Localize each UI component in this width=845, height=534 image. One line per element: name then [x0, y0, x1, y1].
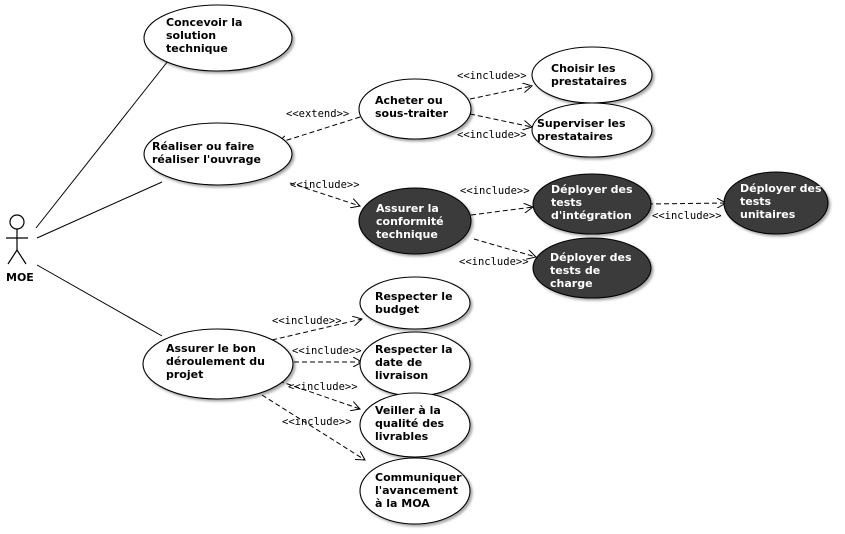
dependencies [261, 86, 726, 460]
association-realiser [36, 181, 163, 239]
label-extend: <<extend>> [286, 108, 349, 120]
use-case-ellipse [723, 171, 829, 235]
use-case-label-line: Concevoir la [166, 16, 242, 29]
actor-leg-right [16, 249, 27, 265]
label-include-conformite: <<include>> [290, 179, 360, 191]
actor-leg-left [7, 249, 18, 265]
include-arrow-charge [473, 238, 536, 257]
label-include-integration: <<include>> [460, 185, 530, 197]
use-case-ellipse [531, 102, 653, 158]
use-case-label-line: Respecter la [375, 343, 453, 356]
label-include-unitaires: <<include>> [652, 210, 722, 222]
use-case-ellipse [359, 392, 471, 458]
use-case-label-line: date de [375, 356, 422, 369]
use-case-label-line: unitaires [740, 208, 796, 221]
use-case-ellipse [142, 328, 294, 400]
use-case-label-line: Déployer des [551, 183, 633, 196]
use-case-label-line: Déployer des [740, 182, 822, 195]
include-arrow-choisir [469, 86, 532, 100]
label-include-budget: <<include>> [272, 315, 342, 327]
use-case-label-line: technique [376, 228, 438, 241]
actor-label: MOE [6, 271, 34, 284]
label-include-choisir: <<include>> [457, 70, 527, 82]
label-include-charge: <<include>> [459, 256, 529, 268]
extend-arrow [278, 116, 361, 143]
label-include-communiquer: <<include>> [282, 416, 352, 428]
use-case-label-line: tests [551, 196, 583, 209]
use-case-label-line: solution [166, 29, 216, 42]
use-case-ellipse [143, 122, 293, 186]
include-arrow-unitaires [647, 203, 726, 204]
use-case-label-line: qualité des [375, 417, 445, 430]
use-case-label-line: Déployer des [550, 251, 632, 264]
use-case-label-line: conformité [376, 215, 444, 228]
use-case-label-line: à la MOA [375, 497, 430, 510]
use-case-label-line: livrables [375, 430, 429, 443]
use-case-label-line: Réaliser ou faire [152, 140, 254, 153]
use-case-label-line: livraison [375, 369, 428, 382]
use-case-label-line: d'intégration [551, 209, 632, 222]
use-case-ellipse [358, 187, 472, 255]
use-case-label-line: tests [740, 195, 772, 208]
use-case-label-line: Communiquer [375, 471, 462, 484]
use-case-label-line: prestataires [551, 75, 627, 88]
include-arrow-integration [470, 207, 533, 216]
label-include-date: <<include>> [292, 345, 362, 357]
use-case-label-line: réaliser l'ouvrage [152, 153, 261, 166]
include-arrow-qualite [278, 380, 360, 409]
use-case-label-line: sous-traiter [375, 107, 449, 120]
use-case-ellipse [359, 276, 471, 330]
use-case-label-line: budget [375, 303, 419, 316]
association-concevoir [35, 60, 169, 229]
include-arrow-superviser [469, 113, 532, 127]
use-case-ellipse [532, 173, 652, 235]
use-case-label-line: Respecter le [375, 290, 453, 303]
use-case-label-line: Veiller à la [375, 404, 441, 417]
use-case-ellipse [143, 4, 293, 72]
actor-head [9, 214, 25, 230]
use-case-label-line: Choisir les [551, 62, 616, 75]
use-case-label-line: Assurer le bon [166, 342, 256, 355]
use-case-label-line: déroulement du [166, 355, 265, 368]
associations [35, 60, 169, 337]
use-case-ellipse [532, 237, 652, 299]
use-case-ellipse [359, 457, 471, 525]
include-arrow-conformite [289, 182, 360, 206]
relation-labels: <<extend>> <<include>> <<include>> <<inc… [272, 70, 722, 428]
use-case-label-line: prestataires [537, 130, 613, 143]
use-case-label-line: tests de [550, 264, 600, 277]
actor-moe[interactable]: MOE [6, 214, 34, 284]
association-deroulement [36, 264, 163, 337]
include-arrow-communiquer [261, 394, 365, 460]
use-case-label-line: technique [166, 42, 228, 55]
label-include-superviser: <<include>> [457, 129, 527, 141]
use-case-label-line: projet [166, 368, 203, 381]
use-case-label-line: Superviser les [537, 117, 626, 130]
use-case-label-line: Assurer la [376, 202, 439, 215]
use-case-ellipse [358, 78, 472, 140]
use-case-label-line: charge [550, 277, 593, 290]
use-case-label-line: l'avancement [375, 484, 458, 497]
label-include-qualite: <<include>> [288, 381, 358, 393]
use-case-label-line: Acheter ou [375, 94, 443, 107]
